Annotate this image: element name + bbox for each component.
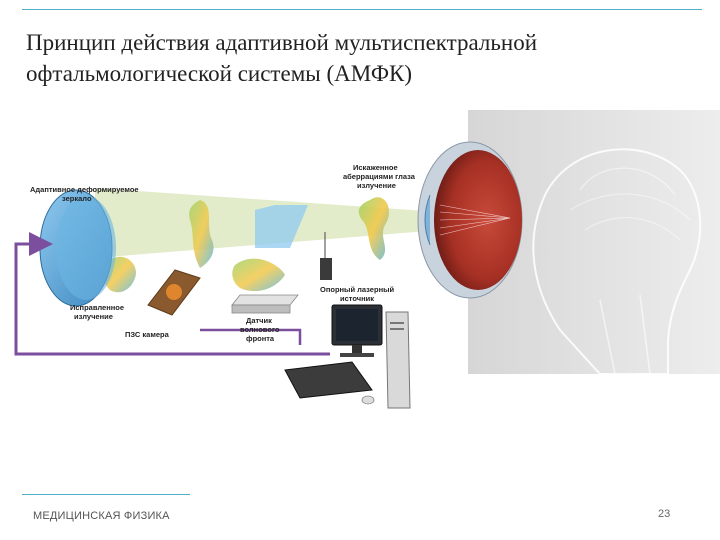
footer-rule [22,494,190,495]
beam-splitter [255,205,308,248]
wavefront-label-line3: фронта [246,334,275,343]
wavefront-label-line1: Датчик [246,316,272,325]
mirror-label-line2: зеркало [62,194,92,203]
deformable-mirror [39,189,116,307]
reference-laser [320,232,332,280]
corrected-label-line2: излучение [74,312,113,321]
wavefront-sensor [231,294,299,314]
laser-label-line1: Опорный лазерный [320,285,394,294]
amfk-diagram: Адаптивное деформируемое зеркало Искажен… [14,110,720,409]
ccd-camera [147,269,201,316]
sensor-wavefront [232,258,285,292]
distorted-label-line3: излучение [357,181,396,190]
laser-label-line2: источник [340,294,374,303]
computer [284,304,411,409]
page-number: 23 [658,508,671,520]
distorted-label-line2: аберрациями глаза [343,172,416,181]
distorted-label-line1: Искаженное [353,163,398,172]
ccd-label: ПЗС камера [125,330,170,339]
corrected-label-line1: Исправленное [70,303,124,312]
mirror-label-line1: Адаптивное деформируемое [30,185,139,194]
corrected-wavefront-1 [189,200,214,268]
eye-model [417,141,523,299]
footer-text: МЕДИЦИНСКАЯ ФИЗИКА [33,510,170,522]
wavefront-label-line2: волнового [240,325,280,334]
top-rule [22,9,702,10]
slide-title: Принцип действия адаптивной мультиспектр… [26,30,538,86]
distorted-wavefront [358,197,390,260]
feedback-loop [14,232,330,356]
